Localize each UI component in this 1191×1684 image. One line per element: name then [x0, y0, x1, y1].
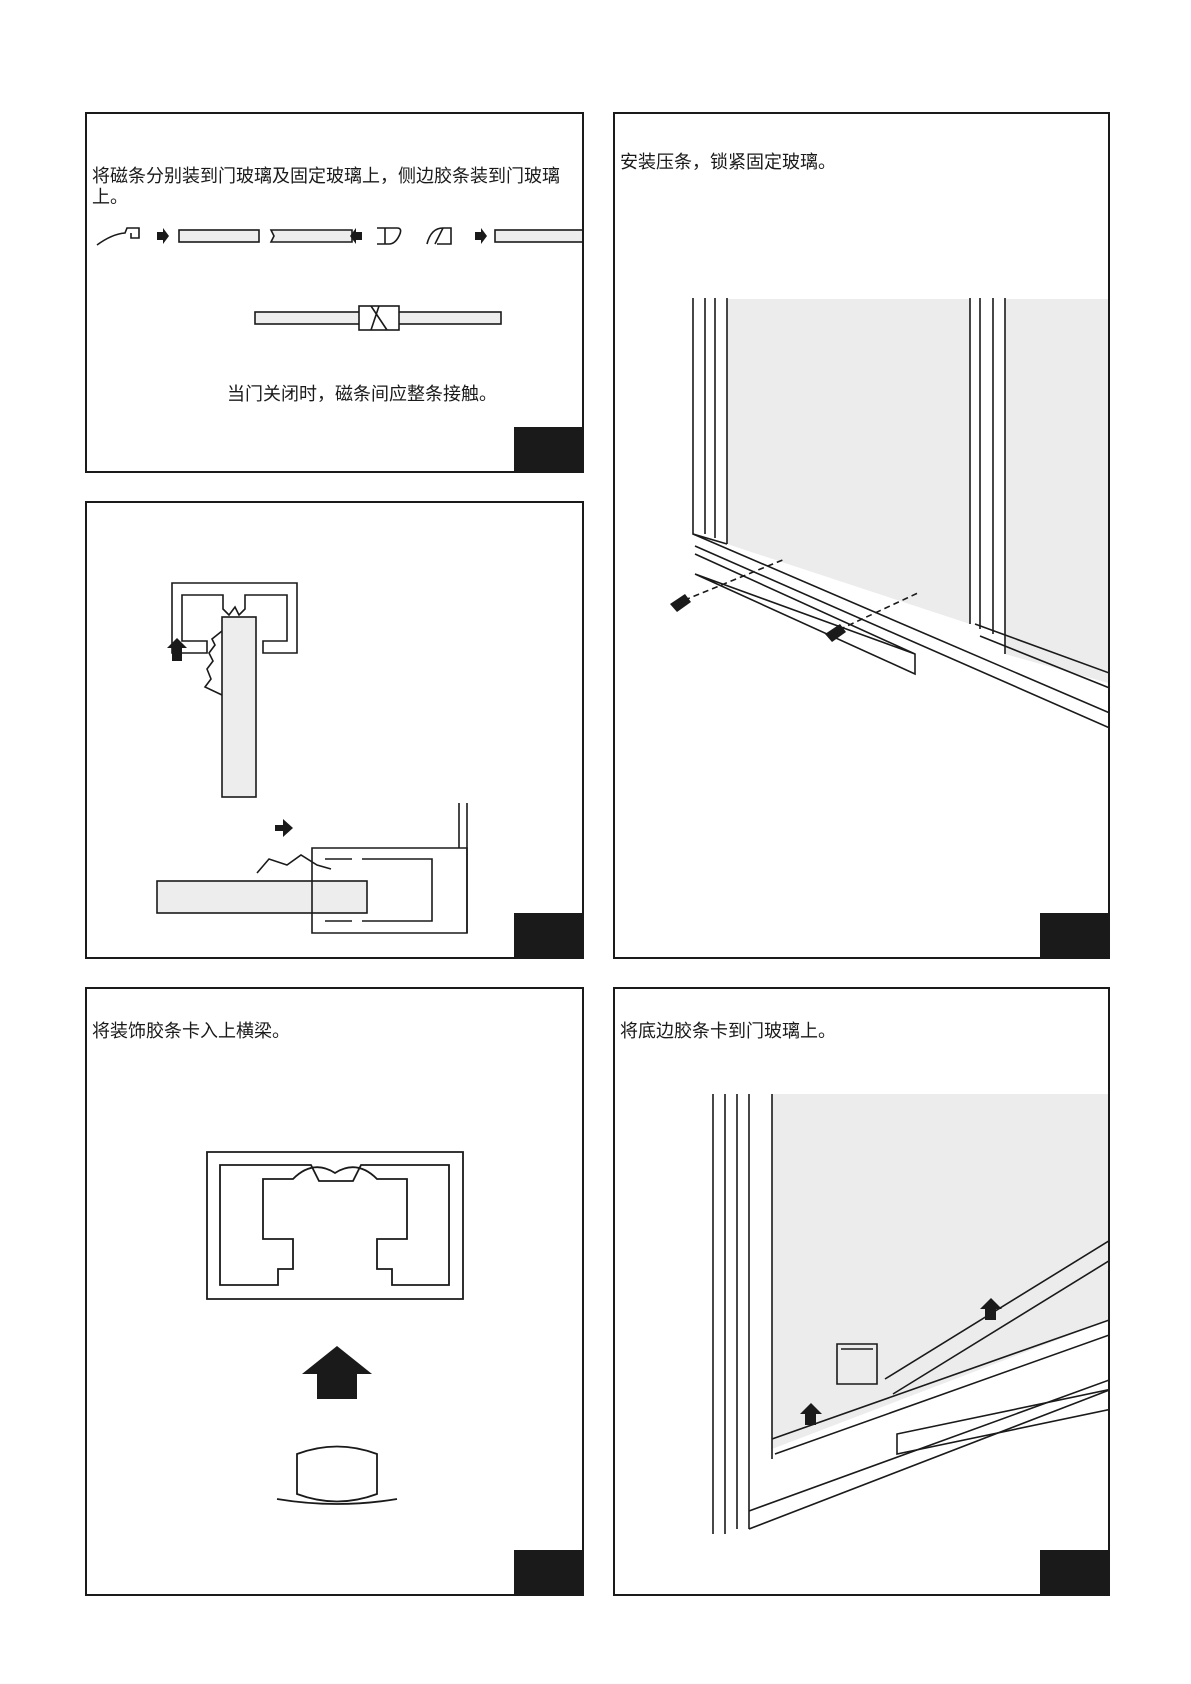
step-panel-bottom-seal: 将底边胶条卡到门玻璃上。	[613, 987, 1110, 1596]
step-note: 当门关闭时，磁条间应整条接触。	[227, 384, 567, 405]
step-number-box	[1040, 913, 1108, 957]
seal-profile-diagram	[87, 503, 584, 959]
step-number-box	[514, 913, 582, 957]
step-panel-decorative-strip: 将装饰胶条卡入上横梁。	[85, 987, 584, 1596]
pressure-strip-diagram	[615, 114, 1110, 959]
bottom-seal-diagram	[615, 989, 1110, 1596]
step-panel-seal-profile	[85, 501, 584, 959]
step-number-box	[514, 1550, 582, 1594]
decorative-strip-diagram	[87, 989, 584, 1596]
step-panel-pressure-strip: 安装压条，锁紧固定玻璃。	[613, 112, 1110, 959]
magnetic-strip-diagram	[87, 114, 584, 473]
step-panel-magnetic-strips: 将磁条分别装到门玻璃及固定玻璃上，侧边胶条装到门玻璃上。 当门关闭时，磁条间应整…	[85, 112, 584, 473]
step-number-box	[514, 427, 582, 471]
step-number-box	[1040, 1550, 1108, 1594]
